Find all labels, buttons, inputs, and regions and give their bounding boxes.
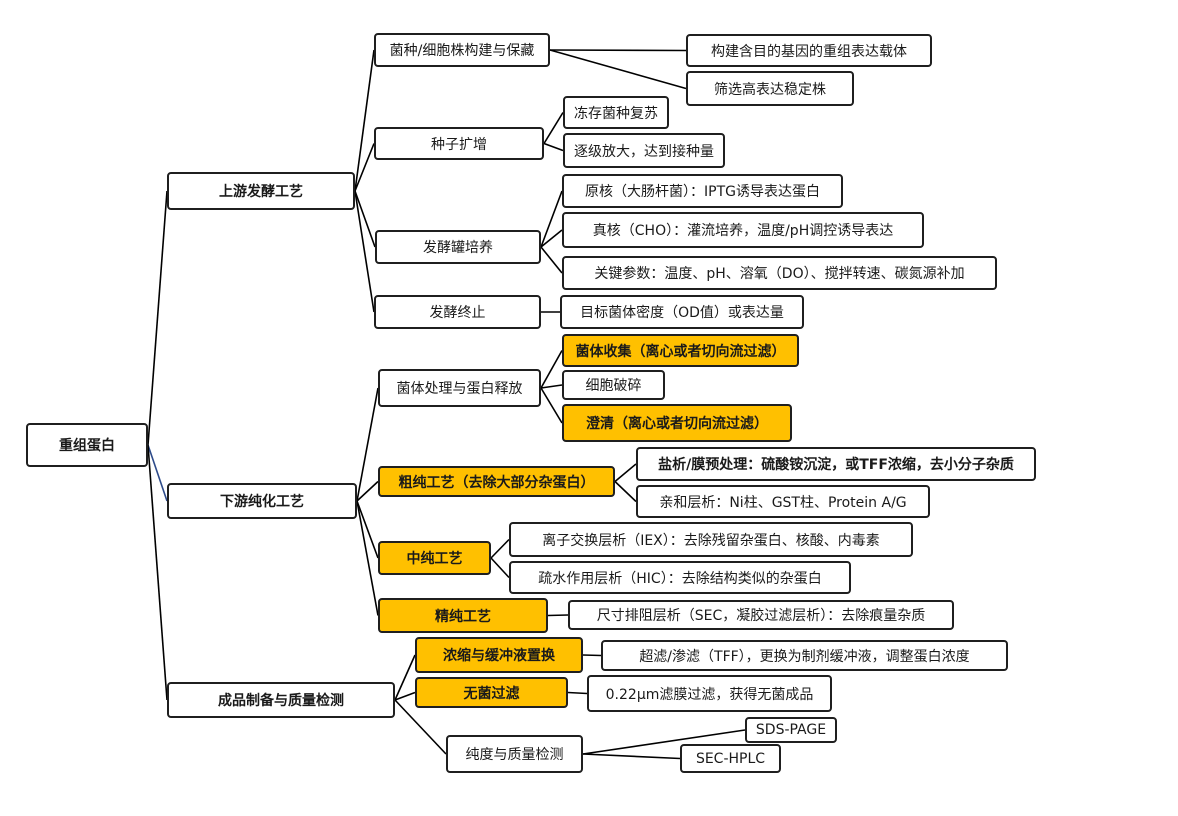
product-node[interactable]: 成品制备与质量检测 [167, 682, 395, 718]
link-strain-node-to-strain-leaf-vector [549, 49, 687, 52]
link-product-node-to-qc-node [394, 699, 447, 755]
sterile-node[interactable]: 无菌过滤 [415, 677, 568, 708]
root-node[interactable]: 重组蛋白 [26, 423, 148, 467]
link-upstream-node-to-ferment-node [354, 190, 376, 248]
link-buffer-node-to-buffer-leaf-tff [582, 654, 602, 657]
link-downstream-node-to-crude-node [356, 480, 379, 502]
link-qc-node-to-qc-leaf-sdspage [582, 729, 746, 755]
link-qc-node-to-qc-leaf-sechplc [582, 753, 681, 760]
upstream-node[interactable]: 上游发酵工艺 [167, 172, 355, 210]
qc-leaf-sdspage[interactable]: SDS-PAGE [745, 717, 837, 743]
qc-node[interactable]: 纯度与质量检测 [446, 735, 583, 773]
buffer-node[interactable]: 浓缩与缓冲液置换 [415, 637, 583, 673]
link-ferment-node-to-ferment-leaf-prokaryote [540, 190, 563, 248]
link-seed-node-to-seed-leaf-revive [543, 112, 564, 144]
link-root-node-to-upstream-node [147, 190, 168, 446]
link-upstream-node-to-seed-node [354, 143, 375, 192]
release-leaf-clarify[interactable]: 澄清（离心或者切向流过滤） [562, 404, 792, 442]
link-sterile-node-to-sterile-leaf-filter [567, 691, 588, 695]
middle-node[interactable]: 中纯工艺 [378, 541, 491, 575]
qc-leaf-sechplc[interactable]: SEC-HPLC [680, 744, 781, 773]
link-seed-node-to-seed-leaf-scaleup [543, 142, 564, 152]
release-leaf-lysis[interactable]: 细胞破碎 [562, 370, 665, 400]
seed-node[interactable]: 种子扩增 [374, 127, 544, 160]
crude-leaf-affinity[interactable]: 亲和层析：Ni柱、GST柱、Protein A/G [636, 485, 930, 518]
polish-node[interactable]: 精纯工艺 [378, 598, 548, 633]
release-node[interactable]: 菌体处理与蛋白释放 [378, 369, 541, 407]
link-middle-node-to-middle-leaf-hic [490, 557, 510, 579]
stop-node[interactable]: 发酵终止 [374, 295, 541, 329]
link-strain-node-to-strain-leaf-select [549, 49, 687, 90]
strain-leaf-select[interactable]: 筛选高表达稳定株 [686, 71, 854, 106]
link-upstream-node-to-stop-node [354, 190, 375, 313]
downstream-node[interactable]: 下游纯化工艺 [167, 483, 357, 519]
link-release-node-to-release-leaf-lysis [540, 384, 563, 389]
link-root-node-to-product-node [147, 444, 168, 701]
crude-leaf-pretreat[interactable]: 盐析/膜预处理：硫酸铵沉淀，或TFF浓缩，去小分子杂质 [636, 447, 1036, 481]
strain-leaf-vector[interactable]: 构建含目的基因的重组表达载体 [686, 34, 932, 67]
link-ferment-node-to-ferment-leaf-eukaryote [540, 229, 563, 248]
link-downstream-node-to-middle-node [356, 500, 379, 559]
link-upstream-node-to-strain-node [354, 49, 375, 192]
link-product-node-to-buffer-node [394, 654, 416, 701]
ferment-leaf-prokaryote[interactable]: 原核（大肠杆菌）：IPTG诱导表达蛋白 [562, 174, 843, 208]
ferment-leaf-eukaryote[interactable]: 真核（CHO）：灌流培养，温度/pH调控诱导表达 [562, 212, 924, 248]
link-root-node-to-downstream-node [147, 444, 168, 502]
buffer-leaf-tff[interactable]: 超滤/渗滤（TFF），更换为制剂缓冲液，调整蛋白浓度 [601, 640, 1008, 671]
link-middle-node-to-middle-leaf-iex [490, 538, 510, 559]
release-leaf-harvest[interactable]: 菌体收集（离心或者切向流过滤） [562, 334, 799, 367]
link-downstream-node-to-polish-node [356, 500, 379, 616]
middle-leaf-iex[interactable]: 离子交换层析（IEX）：去除残留杂蛋白、核酸、内毒素 [509, 522, 913, 557]
link-release-node-to-release-leaf-clarify [540, 387, 563, 424]
link-crude-node-to-crude-leaf-affinity [614, 480, 637, 503]
link-downstream-node-to-release-node [356, 387, 379, 502]
seed-leaf-scaleup[interactable]: 逐级放大，达到接种量 [563, 133, 725, 168]
strain-node[interactable]: 菌种/细胞株构建与保藏 [374, 33, 550, 67]
crude-node[interactable]: 粗纯工艺（去除大部分杂蛋白） [378, 466, 615, 497]
sterile-leaf-filter[interactable]: 0.22μm滤膜过滤，获得无菌成品 [587, 675, 832, 712]
link-product-node-to-sterile-node [394, 691, 416, 701]
stop-leaf-od[interactable]: 目标菌体密度（OD值）或表达量 [560, 295, 804, 329]
ferment-node[interactable]: 发酵罐培养 [375, 230, 541, 264]
ferment-leaf-params[interactable]: 关键参数：温度、pH、溶氧（DO）、搅拌转速、碳氮源补加 [562, 256, 997, 290]
link-polish-node-to-polish-leaf-sec [547, 614, 569, 617]
polish-leaf-sec[interactable]: 尺寸排阻层析（SEC，凝胶过滤层析）：去除痕量杂质 [568, 600, 954, 630]
link-crude-node-to-crude-leaf-pretreat [614, 463, 637, 483]
middle-leaf-hic[interactable]: 疏水作用层析（HIC）：去除结构类似的杂蛋白 [509, 561, 851, 594]
link-ferment-node-to-ferment-leaf-params [540, 246, 563, 274]
seed-leaf-revive[interactable]: 冻存菌种复苏 [563, 96, 669, 129]
link-release-node-to-release-leaf-harvest [540, 350, 563, 389]
